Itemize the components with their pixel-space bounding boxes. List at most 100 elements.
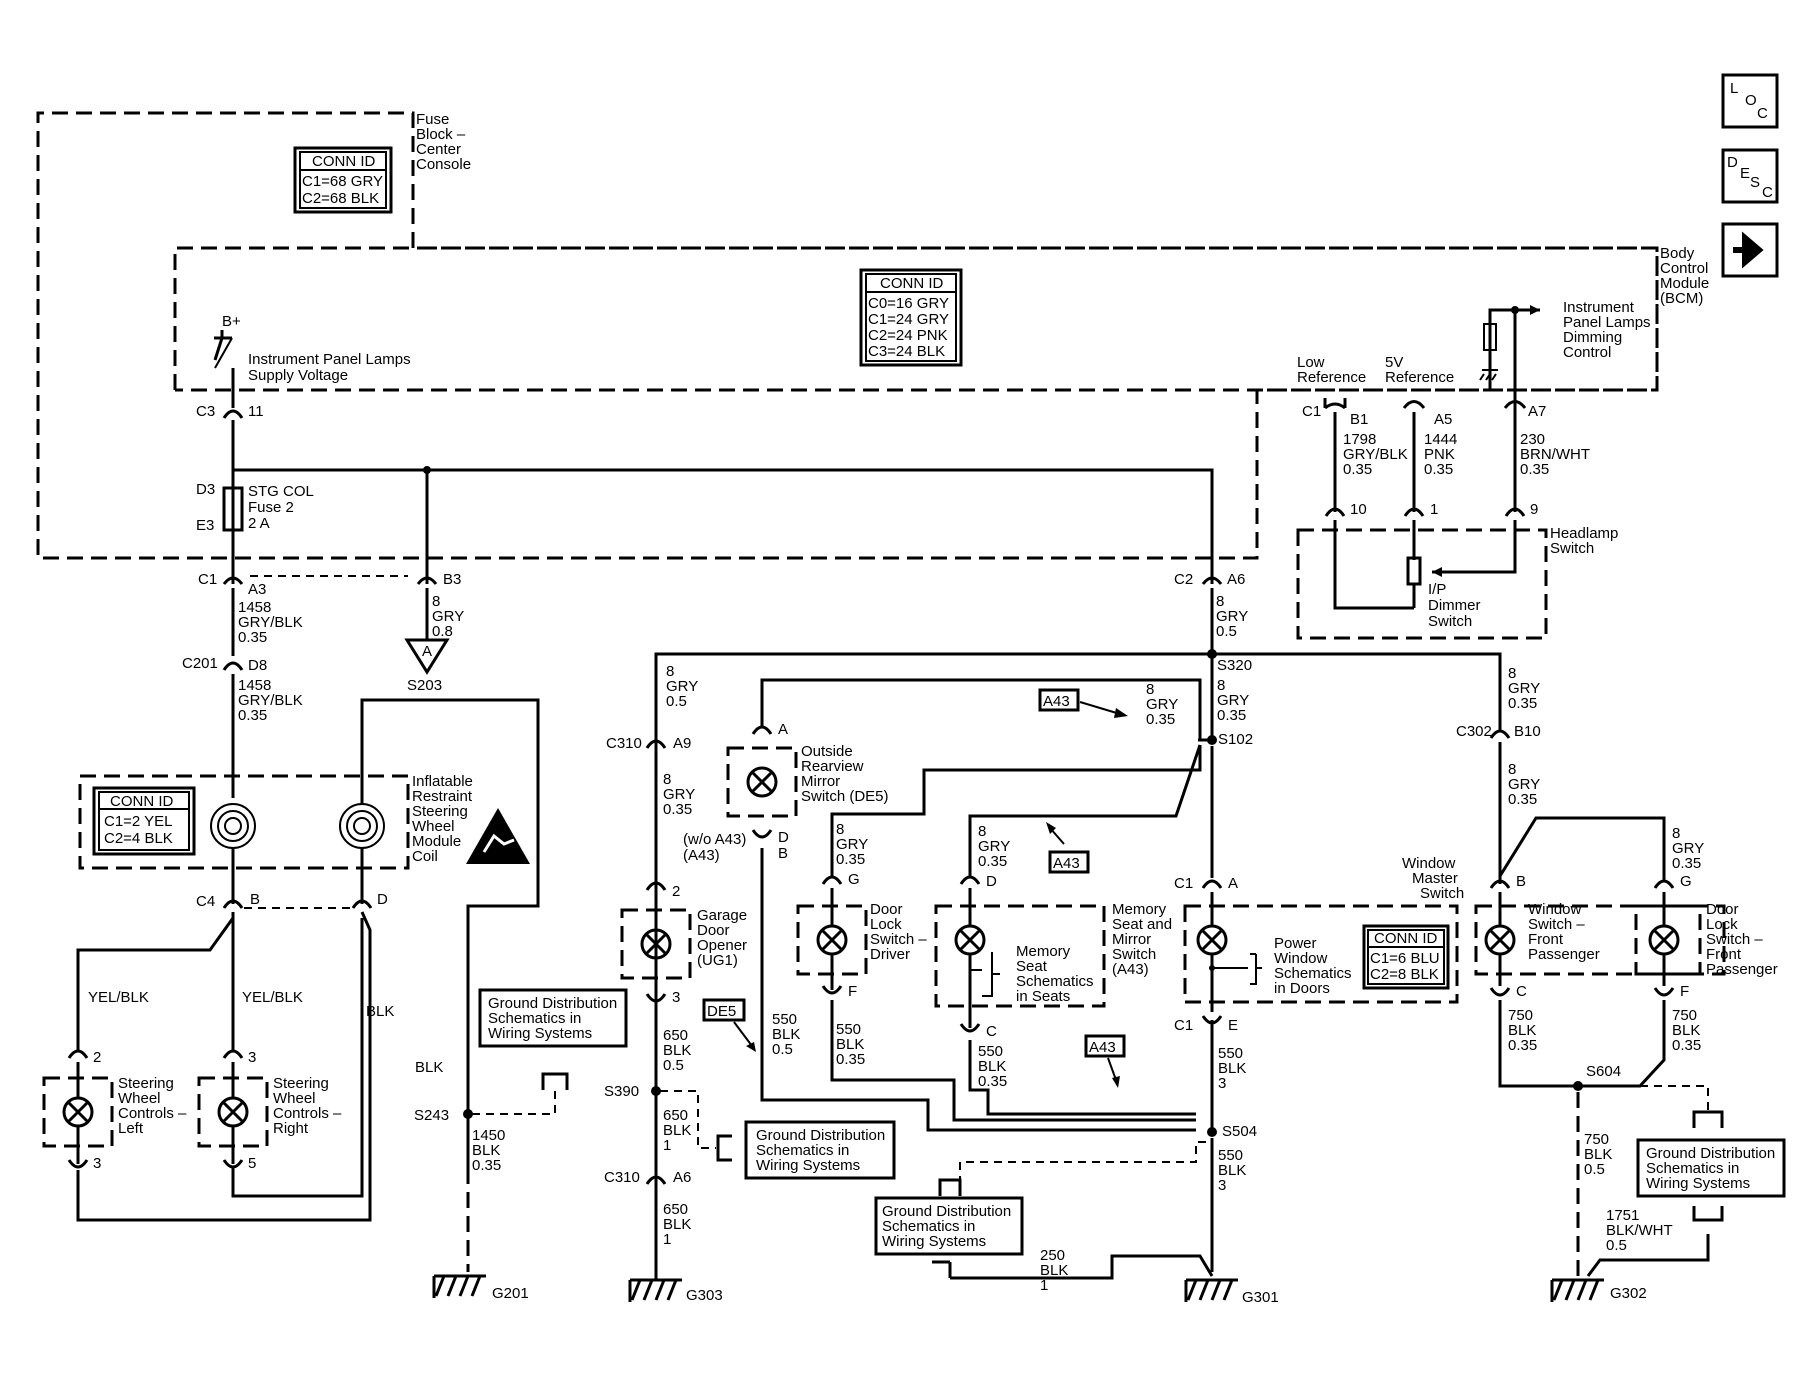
- svg-text:S504: S504: [1222, 1123, 1257, 1140]
- fuse-block-label: Fuse Block – Center Console: [416, 111, 471, 173]
- svg-text:650: 650: [663, 1027, 688, 1044]
- ground-dist-box-2[interactable]: Ground Distribution Schematics in Wiring…: [716, 1120, 896, 1180]
- reference-labels: Low Reference 5V Reference: [1297, 354, 1454, 386]
- svg-text:8: 8: [836, 821, 844, 838]
- svg-text:0.5: 0.5: [772, 1041, 793, 1058]
- svg-text:BLK: BLK: [1672, 1022, 1700, 1039]
- a43-tag-3[interactable]: A43: [1084, 1034, 1126, 1088]
- svg-text:3: 3: [1218, 1075, 1226, 1092]
- svg-text:1458: 1458: [238, 677, 271, 694]
- headlamp-connector: 10 1 9: [1324, 501, 1538, 518]
- svg-text:11: 11: [248, 403, 264, 420]
- ground-dist-box-1[interactable]: Ground Distribution Schematics in Wiring…: [478, 988, 628, 1090]
- svg-text:Ground Distribution: Ground Distribution: [488, 995, 617, 1012]
- svg-text:750: 750: [1672, 1007, 1697, 1024]
- door-lock-passenger: 8 GRY 0.35 G F Door Lock Switch – Front …: [1634, 825, 1778, 1054]
- svg-text:G: G: [1680, 873, 1692, 890]
- svg-text:750: 750: [1508, 1007, 1533, 1024]
- loc-button[interactable]: L O C: [1721, 73, 1779, 129]
- svg-text:S102: S102: [1218, 731, 1253, 748]
- svg-text:Switch: Switch: [1428, 613, 1472, 630]
- svg-text:550: 550: [836, 1021, 861, 1038]
- memory-seat-switch: 8 GRY 0.35 D C Memory Seat and Mirror Sw…: [934, 823, 1172, 1090]
- svg-text:550: 550: [978, 1043, 1003, 1060]
- svg-text:Passenger: Passenger: [1706, 961, 1778, 978]
- desc-c: C: [1762, 184, 1773, 201]
- svg-text:D3: D3: [196, 481, 215, 498]
- outside-mirror-switch: A D B (w/o A43) (A43) Outside Rearview M…: [683, 721, 889, 864]
- ground-dist-box-3[interactable]: Ground Distribution Schematics in Wiring…: [874, 1178, 1024, 1278]
- svg-text:GRY: GRY: [978, 838, 1010, 855]
- svg-text:A: A: [778, 721, 788, 738]
- svg-text:I/P: I/P: [1428, 581, 1446, 598]
- svg-text:Rearview: Rearview: [801, 758, 864, 775]
- svg-text:3: 3: [672, 989, 680, 1006]
- ground-g201: G201: [432, 1274, 529, 1302]
- next-page-button[interactable]: [1721, 222, 1779, 278]
- headlamp-switch: Headlamp Switch I/P Dimmer Switch: [1296, 520, 1618, 640]
- svg-text:0.35: 0.35: [1672, 855, 1701, 872]
- svg-text:0.35: 0.35: [1424, 461, 1453, 478]
- svg-text:D: D: [377, 891, 388, 908]
- svg-text:Wheel: Wheel: [273, 1090, 316, 1107]
- desc-button[interactable]: D E S C: [1721, 148, 1779, 204]
- svg-text:Lock: Lock: [1706, 916, 1738, 933]
- svg-text:BLK: BLK: [415, 1059, 443, 1076]
- svg-text:Instrument: Instrument: [1563, 299, 1635, 316]
- svg-text:GRY: GRY: [1672, 840, 1704, 857]
- ground-g301: G301 250 BLK 1: [950, 1247, 1279, 1306]
- svg-text:Module: Module: [1660, 275, 1709, 292]
- a43-tag-2[interactable]: A43: [1046, 822, 1090, 874]
- svg-text:C2=8 BLK: C2=8 BLK: [1370, 966, 1439, 983]
- svg-text:G: G: [848, 871, 860, 888]
- svg-text:8: 8: [666, 663, 674, 680]
- svg-text:YEL/BLK: YEL/BLK: [88, 989, 149, 1006]
- svg-text:Door: Door: [697, 922, 730, 939]
- svg-text:GRY/BLK: GRY/BLK: [238, 692, 303, 709]
- svg-text:B10: B10: [1514, 723, 1541, 740]
- svg-text:Console: Console: [416, 156, 471, 173]
- svg-text:BLK: BLK: [836, 1036, 864, 1053]
- bcm-conn-id: CONN ID C0=16 GRY C1=24 GRY C2=24 PNK C3…: [859, 268, 963, 367]
- svg-text:2 A: 2 A: [248, 515, 270, 532]
- svg-text:A7: A7: [1528, 403, 1546, 420]
- svg-text:Switch: Switch: [1550, 540, 1594, 557]
- svg-text:C3=24 BLK: C3=24 BLK: [868, 343, 945, 360]
- svg-text:GRY/BLK: GRY/BLK: [1343, 446, 1408, 463]
- svg-text:G201: G201: [492, 1285, 529, 1302]
- svg-text:Schematics: Schematics: [1274, 965, 1352, 982]
- svg-text:C: C: [1516, 983, 1527, 1000]
- svg-text:BLK: BLK: [663, 1216, 691, 1233]
- svg-text:Controls –: Controls –: [273, 1105, 342, 1122]
- svg-text:CONN ID: CONN ID: [880, 275, 944, 292]
- svg-text:Memory: Memory: [1016, 943, 1071, 960]
- svg-text:Wiring Systems: Wiring Systems: [882, 1233, 986, 1250]
- svg-text:D: D: [778, 829, 789, 846]
- ground-dist-box-4[interactable]: Ground Distribution Schematics in Wiring…: [1636, 1110, 1786, 1222]
- svg-text:B: B: [1516, 873, 1526, 890]
- svg-text:D: D: [986, 873, 997, 890]
- svg-text:S243: S243: [414, 1107, 449, 1124]
- svg-text:Panel Lamps: Panel Lamps: [1563, 314, 1651, 331]
- svg-text:Fuse 2: Fuse 2: [248, 499, 294, 516]
- c4-wire-labels: YEL/BLK YEL/BLK BLK BLK: [88, 989, 443, 1076]
- bcm-label: Body Control Module (BCM): [1660, 245, 1709, 307]
- svg-text:C1: C1: [1174, 875, 1193, 892]
- swc-right: 3 5 Steering Wheel Controls – Right: [197, 1049, 342, 1172]
- svg-text:C310: C310: [606, 735, 642, 752]
- de5-tag[interactable]: DE5 550 BLK 0.5: [702, 998, 800, 1058]
- svg-text:8: 8: [1146, 681, 1154, 698]
- fuse-block-conn-id: CONN ID C1=68 GRY C2=68 BLK: [293, 146, 393, 214]
- main-gry-bus: [654, 652, 1502, 1280]
- svg-text:Steering: Steering: [273, 1075, 329, 1092]
- svg-text:C302: C302: [1456, 723, 1492, 740]
- svg-text:C1: C1: [198, 571, 217, 588]
- svg-text:BLK: BLK: [1584, 1146, 1612, 1163]
- svg-text:C3: C3: [196, 403, 215, 420]
- svg-text:0.35: 0.35: [836, 851, 865, 868]
- svg-text:Switch –: Switch –: [870, 931, 927, 948]
- svg-text:G302: G302: [1610, 1285, 1647, 1302]
- svg-text:Module: Module: [412, 833, 461, 850]
- a43-tag-1[interactable]: A43 8 GRY 0.35: [1038, 681, 1178, 728]
- svg-text:(A43): (A43): [1112, 961, 1149, 978]
